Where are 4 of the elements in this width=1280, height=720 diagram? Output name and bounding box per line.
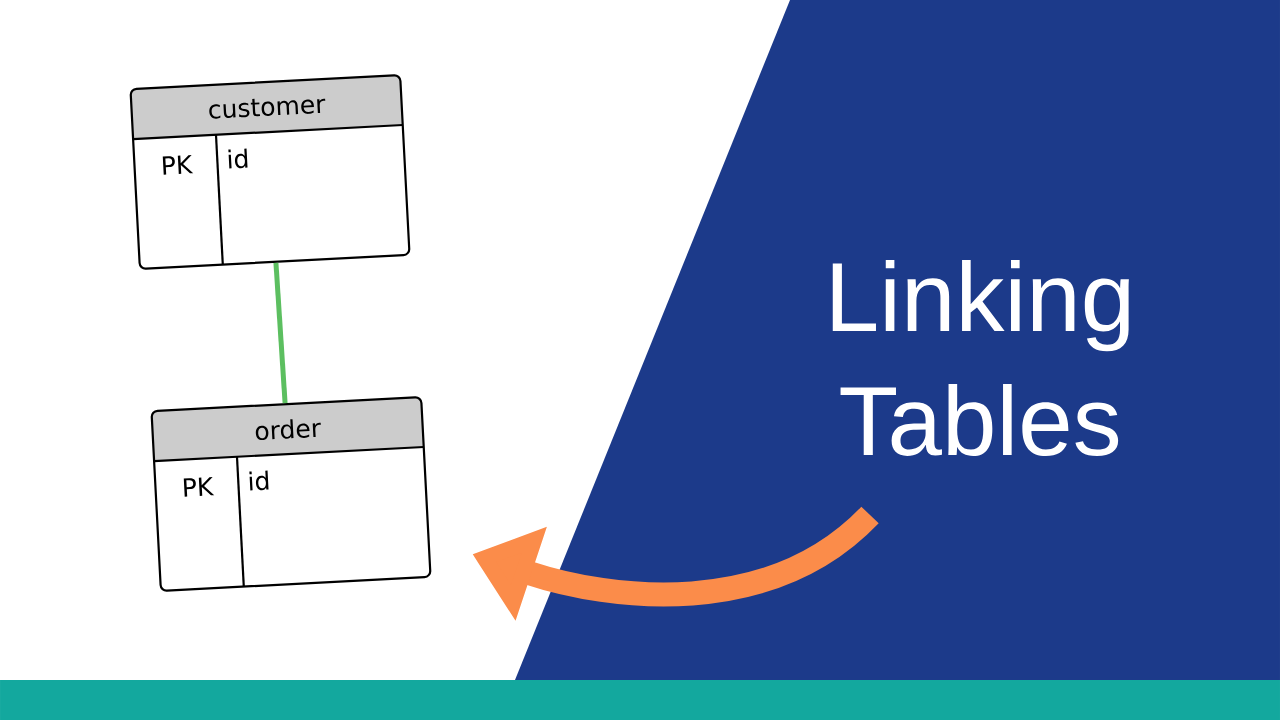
entity-table: customer PK id [129, 74, 411, 270]
entity-table: order PK id [150, 396, 432, 592]
relationship-line [273, 262, 288, 404]
title: Linking Tables [832, 260, 1129, 456]
